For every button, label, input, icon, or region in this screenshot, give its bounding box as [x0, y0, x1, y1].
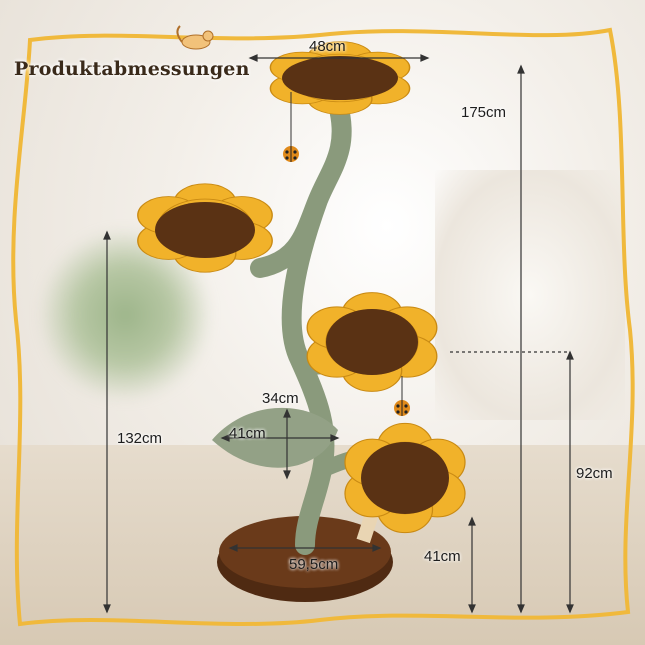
- label-leaf-height: 41cm: [229, 425, 266, 442]
- stem: [250, 95, 352, 555]
- label-base-width: 59,5cm: [289, 556, 339, 573]
- ladybug-toy-lower: [394, 400, 410, 416]
- decorative-frame: [11, 27, 635, 627]
- sunflower-middle-center: [326, 309, 418, 375]
- guide-base-width: [228, 544, 382, 552]
- guide-top-width: [248, 54, 430, 62]
- label-leaf-width: 34cm: [262, 390, 299, 407]
- guide-leaf-height: [283, 408, 291, 480]
- page-title: Produktabmessungen: [14, 58, 250, 80]
- guide-upper-height: [103, 230, 111, 614]
- guide-lower-height: [468, 516, 476, 614]
- cat-logo: [176, 25, 214, 50]
- label-platform-height: 92cm: [576, 465, 613, 482]
- guide-leaf-width: [220, 434, 340, 442]
- label-upper-height: 132cm: [117, 430, 163, 447]
- label-total-height: 175cm: [461, 104, 507, 121]
- label-top-width: 48cm: [309, 38, 346, 55]
- sunflower-left-center: [155, 202, 255, 258]
- blurred-furniture: [435, 170, 625, 420]
- sunflower-top-center: [282, 56, 398, 100]
- ladybug-toy-upper: [283, 146, 299, 162]
- guide-platform-height: [450, 350, 574, 614]
- label-lower-height: 41cm: [424, 548, 461, 565]
- sunflower-bottom-center: [361, 442, 449, 514]
- guide-total-height: [517, 64, 525, 614]
